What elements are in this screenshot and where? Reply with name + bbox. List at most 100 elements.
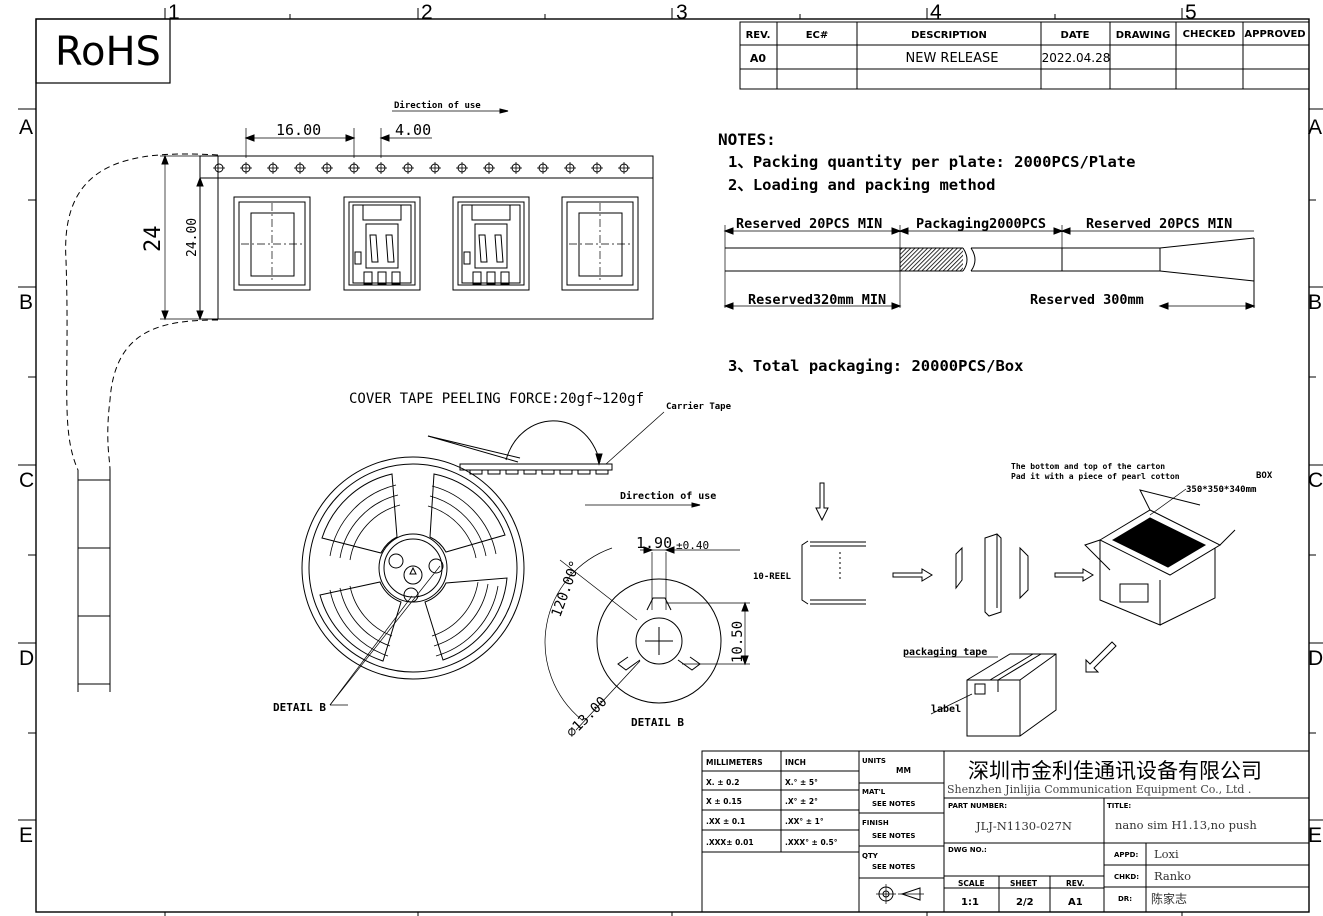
part-number-value: JLJ-N1130-027N — [975, 819, 1072, 833]
reel-view — [301, 411, 750, 731]
matl-label: MAT'L — [862, 788, 886, 796]
carrier-tape-label: Carrier Tape — [666, 401, 732, 412]
reel-direction-label: Direction of use — [620, 490, 716, 502]
notes-title: NOTES: — [718, 130, 776, 149]
qty-value: SEE NOTES — [872, 863, 915, 871]
tol-inch-0: X.° ± 5° — [785, 778, 818, 787]
rev-row-date: 2022.04.28 — [1042, 51, 1111, 65]
packing-flow-diagram — [801, 482, 1236, 737]
tape-width-inner-dim: 24.00 — [185, 218, 200, 257]
drawing-frame — [18, 8, 1323, 916]
company-name-cn: 深圳市金利佳通讯设备有限公司 — [968, 759, 1262, 783]
chkd-value: Ranko — [1154, 869, 1191, 883]
tol-mm-3: .XXX± 0.01 — [706, 838, 754, 847]
zone-top-2: 2 — [421, 1, 433, 24]
rev-value: A1 — [1068, 897, 1083, 908]
carton-label-label: label — [931, 704, 961, 715]
dwg-no-label: DWG NO.: — [948, 846, 987, 854]
tape-hole-pitch-dim: 4.00 — [395, 121, 431, 139]
rev-header-description: DESCRIPTION — [911, 30, 987, 41]
reserved-left-label: Reserved 20PCS MIN — [736, 216, 882, 232]
zone-side-b-left: B — [19, 291, 33, 314]
units-label: UNITS — [862, 757, 886, 765]
carton-note-2: Pad it with a piece of pearl cotton — [1011, 471, 1180, 481]
carrier-tape-view — [65, 108, 654, 692]
tol-mm-1: X ± 0.15 — [706, 797, 742, 806]
title-value: nano sim H1.13,no push — [1115, 818, 1257, 832]
rev-header-checked: CHECKED — [1183, 29, 1236, 40]
tol-mm-2: .XX ± 0.1 — [706, 817, 745, 826]
zone-top-5: 5 — [1185, 1, 1197, 24]
note-1: 1、Packing quantity per plate: 2000PCS/Pl… — [728, 153, 1135, 171]
matl-value: SEE NOTES — [872, 800, 915, 808]
zone-side-a-left: A — [19, 116, 33, 139]
part-number-label: PART NUMBER: — [948, 802, 1007, 810]
tol-inch-3: .XXX° ± 0.5° — [785, 838, 838, 847]
finish-label: FINISH — [862, 819, 889, 827]
title-block — [701, 750, 1310, 913]
units-value: MM — [896, 766, 911, 775]
reserved-300-label: Reserved 300mm — [1030, 292, 1144, 308]
rev-header-approved: APPROVED — [1244, 29, 1305, 40]
rev-header-ec: EC# — [806, 30, 829, 41]
detail-b-title: DETAIL B — [631, 716, 684, 729]
rev-row-description: NEW RELEASE — [906, 51, 999, 66]
sheet-value: 2/2 — [1016, 897, 1034, 908]
tol-header-inch: INCH — [785, 758, 806, 767]
tape-width-outer-dim: 24 — [141, 226, 166, 253]
dim-hub-slot: 1.90 — [636, 534, 672, 552]
box-label: BOX — [1256, 471, 1273, 481]
sheet-label: SHEET — [1010, 879, 1038, 888]
dim-angle: 120.00° — [549, 558, 584, 619]
tol-mm-0: X. ± 0.2 — [706, 778, 739, 787]
zone-side-c-left: C — [19, 469, 34, 492]
zone-side-a-right: A — [1308, 116, 1322, 139]
note-3: 3、Total packaging: 20000PCS/Box — [728, 357, 1023, 375]
dim-hub-height: 10.50 — [730, 621, 746, 663]
packaging-count-label: Packaging2000PCS — [916, 216, 1046, 232]
rev-label: REV. — [1066, 879, 1085, 888]
zone-side-d-right: D — [1308, 647, 1323, 670]
dim-hub-diameter: ⌀13.00 — [564, 694, 611, 741]
box-size-label: 350*350*340mm — [1186, 485, 1257, 495]
reserved-320-label: Reserved320mm MIN — [748, 292, 886, 308]
scale-label: SCALE — [958, 879, 985, 888]
dim-hub-slot-tol: ±0.40 — [676, 539, 709, 552]
packaging-tape-label: packaging tape — [903, 646, 987, 658]
zone-top-1: 1 — [168, 1, 180, 24]
finish-value: SEE NOTES — [872, 832, 915, 840]
rev-header-rev: REV. — [746, 30, 771, 41]
carton-note-1: The bottom and top of the carton — [1011, 462, 1165, 471]
rohs-mark: RoHS — [55, 29, 161, 75]
revision-table — [739, 21, 1310, 90]
zone-side-e-left: E — [19, 824, 33, 847]
tol-header-mm: MILLIMETERS — [706, 758, 763, 767]
dr-label: DR: — [1118, 895, 1132, 903]
company-name-en: Shenzhen Jinlijia Communication Equipmen… — [947, 783, 1251, 796]
rev-row-rev: A0 — [750, 52, 767, 65]
rev-header-drawing: DRAWING — [1116, 30, 1171, 41]
qty-label: QTY — [862, 852, 879, 860]
dr-value: 陈家志 — [1151, 891, 1187, 906]
zone-side-d-left: D — [19, 647, 34, 670]
chkd-label: CHKD: — [1114, 873, 1139, 881]
packing-method-diagram — [723, 225, 1256, 310]
zone-side-e-right: E — [1308, 824, 1322, 847]
ten-reel-label: 10-REEL — [753, 572, 792, 582]
reserved-right-label: Reserved 20PCS MIN — [1086, 216, 1232, 232]
tape-direction-label: Direction of use — [394, 100, 481, 111]
note-2: 2、Loading and packing method — [728, 176, 995, 194]
detail-b-callout: DETAIL B — [273, 701, 326, 714]
tape-pitch-dim: 16.00 — [276, 121, 321, 139]
rohs-box — [35, 18, 171, 84]
peel-force-label: COVER TAPE PEELING FORCE:20gf~120gf — [349, 391, 644, 407]
scale-value: 1:1 — [961, 897, 979, 908]
zone-top-3: 3 — [676, 1, 688, 24]
rev-header-date: DATE — [1061, 30, 1090, 41]
appd-label: APPD: — [1114, 851, 1138, 859]
zone-top-4: 4 — [930, 1, 942, 24]
appd-value: Loxi — [1154, 847, 1179, 861]
title-label: TITLE: — [1107, 802, 1131, 810]
tol-inch-1: .X° ± 2° — [785, 797, 818, 806]
